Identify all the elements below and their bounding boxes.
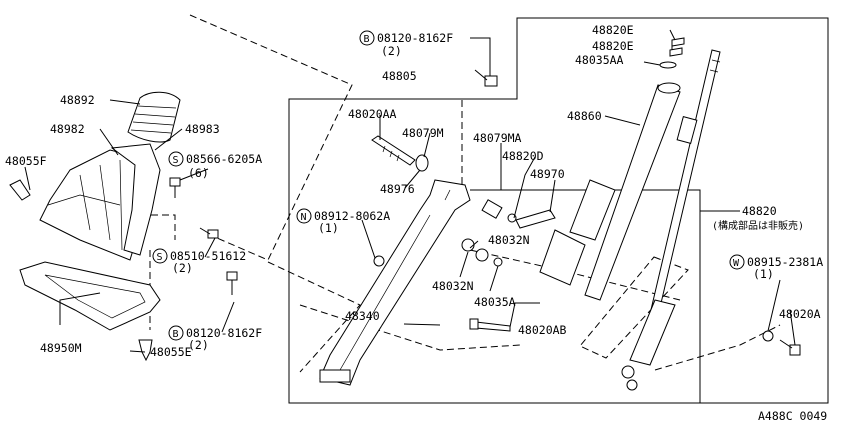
symbol-w-08915: W xyxy=(729,254,745,270)
symbol-s-letter: S xyxy=(157,252,163,263)
assembly-48820-box xyxy=(470,189,701,403)
nut-48032n-b xyxy=(475,248,489,262)
label-48982: 48982 xyxy=(50,122,85,136)
dashed-s08566-line xyxy=(140,214,176,240)
label-48035aa: 48035AA xyxy=(575,53,624,67)
dashed-48020a-line xyxy=(654,324,781,371)
clip-48820e-1 xyxy=(671,37,685,47)
label-48079ma: 48079MA xyxy=(473,131,522,145)
label-48860: 48860 xyxy=(567,109,602,123)
cover-48982 xyxy=(39,149,151,261)
label-08120-bottom-qty: (2) xyxy=(188,338,209,352)
bolt-08566 xyxy=(169,177,181,198)
symbol-b-letter: B xyxy=(173,329,179,340)
washer-48035a xyxy=(493,257,503,267)
label-48079m: 48079M xyxy=(402,126,444,140)
washer-08915 xyxy=(762,330,774,342)
label-48055e: 48055E xyxy=(150,345,192,359)
label-48805: 48805 xyxy=(382,69,417,83)
collar-48079ma xyxy=(481,199,503,219)
diagram-code: A488C 0049 xyxy=(758,409,827,423)
label-48983: 48983 xyxy=(185,122,220,136)
label-08915: 08915-2381A xyxy=(747,255,823,269)
bracket-48055f xyxy=(9,179,31,201)
symbol-b-08120-bottom: B xyxy=(168,325,184,341)
label-48820e-2: 48820E xyxy=(592,39,634,53)
label-08912-qty: (1) xyxy=(318,221,339,235)
label-08566: 08566-6205A xyxy=(186,152,262,166)
label-48055f: 48055F xyxy=(5,154,47,168)
label-08120-bottom: 08120-8162F xyxy=(186,326,262,340)
label-48020ab: 48020AB xyxy=(518,323,567,337)
label-08120-top-qty: (2) xyxy=(381,44,402,58)
label-08915-qty: (1) xyxy=(753,267,774,281)
label-48035a: 48035A xyxy=(474,295,516,309)
symbol-s-letter: S xyxy=(173,155,179,166)
label-48820e-1: 48820E xyxy=(592,23,634,37)
symbol-s-08566: S xyxy=(168,151,184,167)
washer-48976 xyxy=(415,154,429,172)
assembly-48805-box xyxy=(288,17,829,404)
label-48032n-right: 48032N xyxy=(488,233,530,247)
bolt-48020ab xyxy=(469,318,511,332)
label-08510: 08510-51612 xyxy=(170,249,246,263)
label-48340: 48340 xyxy=(345,309,380,323)
symbol-w-letter: W xyxy=(733,258,740,269)
cover-48983 xyxy=(110,143,161,256)
lower-joint xyxy=(621,299,676,391)
label-48020aa: 48020AA xyxy=(348,107,397,121)
symbol-b-letter: B xyxy=(364,34,370,45)
column-tube-48860 xyxy=(539,82,681,301)
boot-48892 xyxy=(127,91,181,143)
bolt-08510 xyxy=(199,227,219,239)
label-48950m: 48950M xyxy=(40,341,82,355)
label-48820d: 48820D xyxy=(502,149,544,163)
label-08510-qty: (2) xyxy=(172,261,193,275)
nut-48032n-a xyxy=(461,238,475,252)
nut-08912 xyxy=(373,255,385,267)
bracket-48340 xyxy=(319,179,471,386)
clip-48820e-2 xyxy=(669,47,683,57)
label-48976: 48976 xyxy=(380,182,415,196)
symbol-s-08510: S xyxy=(152,248,168,264)
label-48020a: 48020A xyxy=(779,307,821,321)
symbol-n-letter: N xyxy=(301,212,307,223)
bolt-08120-top xyxy=(474,69,498,87)
label-08120-top: 08120-8162F xyxy=(377,31,453,45)
clip-48055e xyxy=(138,339,153,362)
bolt-48020a xyxy=(779,339,801,356)
bolt-48020aa xyxy=(371,135,416,166)
label-48820-note: (構成部品は非販売) xyxy=(712,219,804,232)
dashed-boot-group-outline xyxy=(189,14,353,261)
clamp-48970 xyxy=(515,209,556,229)
symbol-b-08120-top: B xyxy=(359,30,375,46)
label-48032n-left: 48032N xyxy=(432,279,474,293)
leader-lines xyxy=(24,29,796,353)
label-08912: 08912-8062A xyxy=(314,209,390,223)
symbol-n-08912: N xyxy=(296,208,312,224)
label-48970: 48970 xyxy=(530,167,565,181)
bolt-08120-bottom xyxy=(226,271,238,295)
dashed-48340-line xyxy=(299,304,521,351)
gasket-48950m xyxy=(19,261,161,331)
dashed-lower-outline xyxy=(267,261,361,373)
label-48820: 48820 xyxy=(742,204,777,218)
ring-48035aa xyxy=(659,61,677,69)
label-48892: 48892 xyxy=(60,93,95,107)
label-08566-qty: (6) xyxy=(188,166,209,180)
dashed-joint-box xyxy=(579,256,689,359)
